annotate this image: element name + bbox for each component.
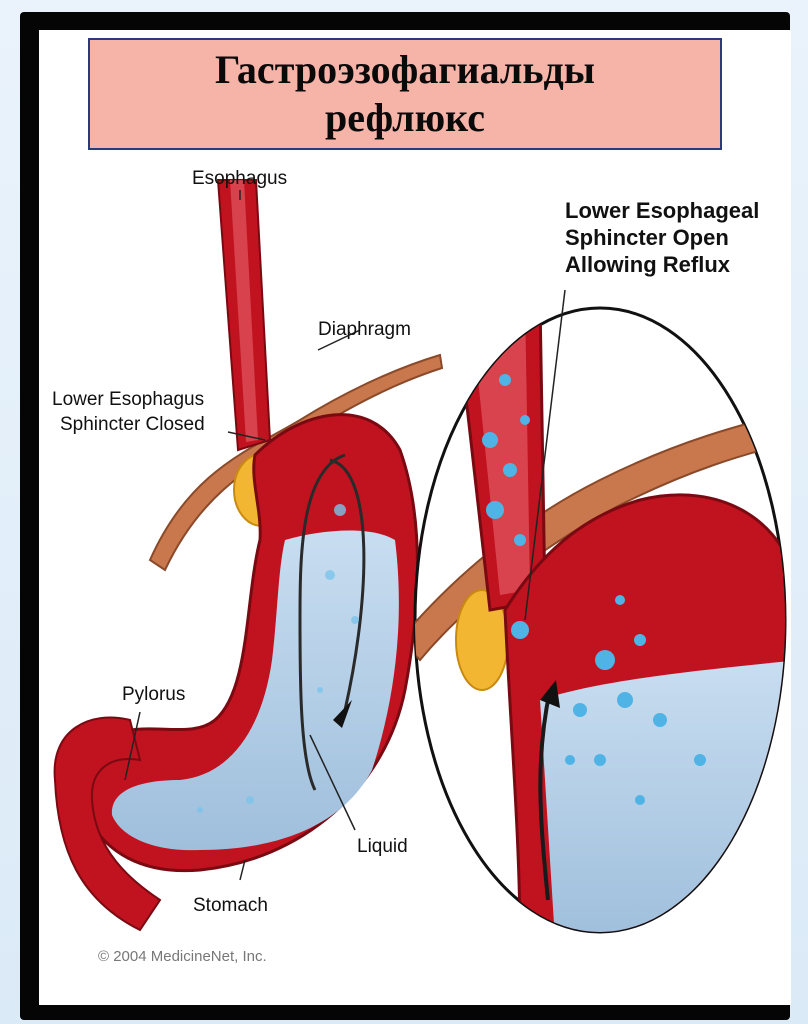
label-esophagus: Esophagus — [192, 168, 287, 189]
title-banner: Гастроэзофагиальды рефлюкс — [88, 38, 722, 150]
label-diaphragm: Diaphragm — [318, 319, 411, 340]
label-les-open-line2: Sphincter Open — [565, 225, 729, 250]
copyright-text: © 2004 MedicineNet, Inc. — [98, 948, 267, 965]
page-title: Гастроэзофагиальды рефлюкс — [215, 46, 595, 142]
label-les-closed-line2: Sphincter Closed — [60, 414, 205, 435]
label-les-closed-line1: Lower Esophagus — [52, 389, 204, 410]
label-les-open-line1: Lower Esophageal — [565, 198, 759, 223]
label-liquid: Liquid — [357, 836, 408, 857]
label-stomach: Stomach — [193, 895, 268, 916]
label-pylorus: Pylorus — [122, 684, 185, 705]
label-les-open-line3: Allowing Reflux — [565, 252, 731, 277]
